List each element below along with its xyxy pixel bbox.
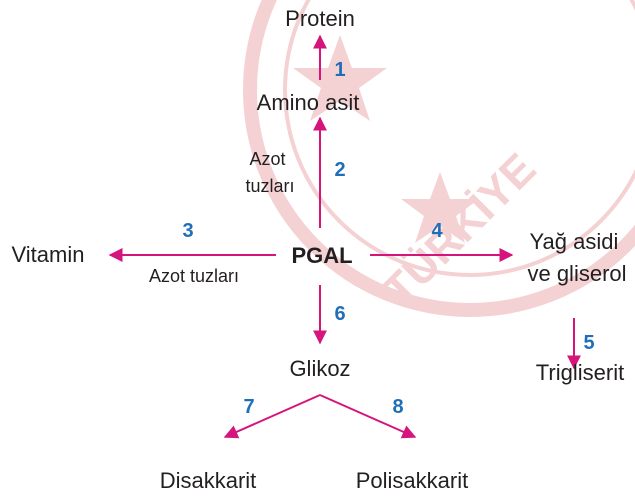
step-number-5: 5	[583, 332, 594, 354]
step-number-1: 1	[334, 59, 345, 81]
node-fatty-acid-line2: ve gliserol	[527, 261, 626, 286]
watermark-outer-ring	[243, 0, 635, 317]
condition-nitrogen-line2: tuzları	[245, 176, 294, 196]
watermark-text: TÜRKİYE	[374, 144, 545, 315]
node-glucose: Glikoz	[289, 356, 350, 381]
node-disaccharide: Disakkarit	[160, 468, 257, 493]
watermark-crescent-icon	[490, 20, 560, 160]
condition-nitrogen-line1: Azot	[249, 149, 285, 169]
step-number-3: 3	[182, 220, 193, 242]
watermark-star-icon	[293, 35, 387, 121]
node-amino-acid: Amino asit	[257, 90, 360, 115]
arrow-7	[223, 394, 321, 439]
node-protein: Protein	[285, 6, 355, 31]
node-polysaccharide: Polisakkarit	[356, 468, 468, 493]
watermark-star-icon	[401, 172, 479, 243]
watermark-inner-ring	[283, 0, 635, 277]
step-number-4: 4	[431, 220, 443, 242]
step-number-2: 2	[334, 159, 345, 181]
node-fatty-acid-glycerol: Yağ asidi ve gliserol	[527, 229, 626, 286]
node-pgal: PGAL	[291, 243, 352, 268]
node-vitamin: Vitamin	[12, 242, 85, 267]
condition-nitrogen-salts-horizontal: Azot tuzları	[149, 266, 239, 286]
arrow-8	[319, 394, 417, 439]
step-number-6: 6	[334, 303, 345, 325]
node-fatty-acid-line1: Yağ asidi	[530, 229, 619, 254]
step-number-7: 7	[243, 396, 254, 418]
condition-nitrogen-salts-vertical: Azot tuzları	[245, 149, 294, 196]
step-number-8: 8	[392, 396, 403, 418]
node-triglyceride: Trigliserit	[536, 360, 624, 385]
